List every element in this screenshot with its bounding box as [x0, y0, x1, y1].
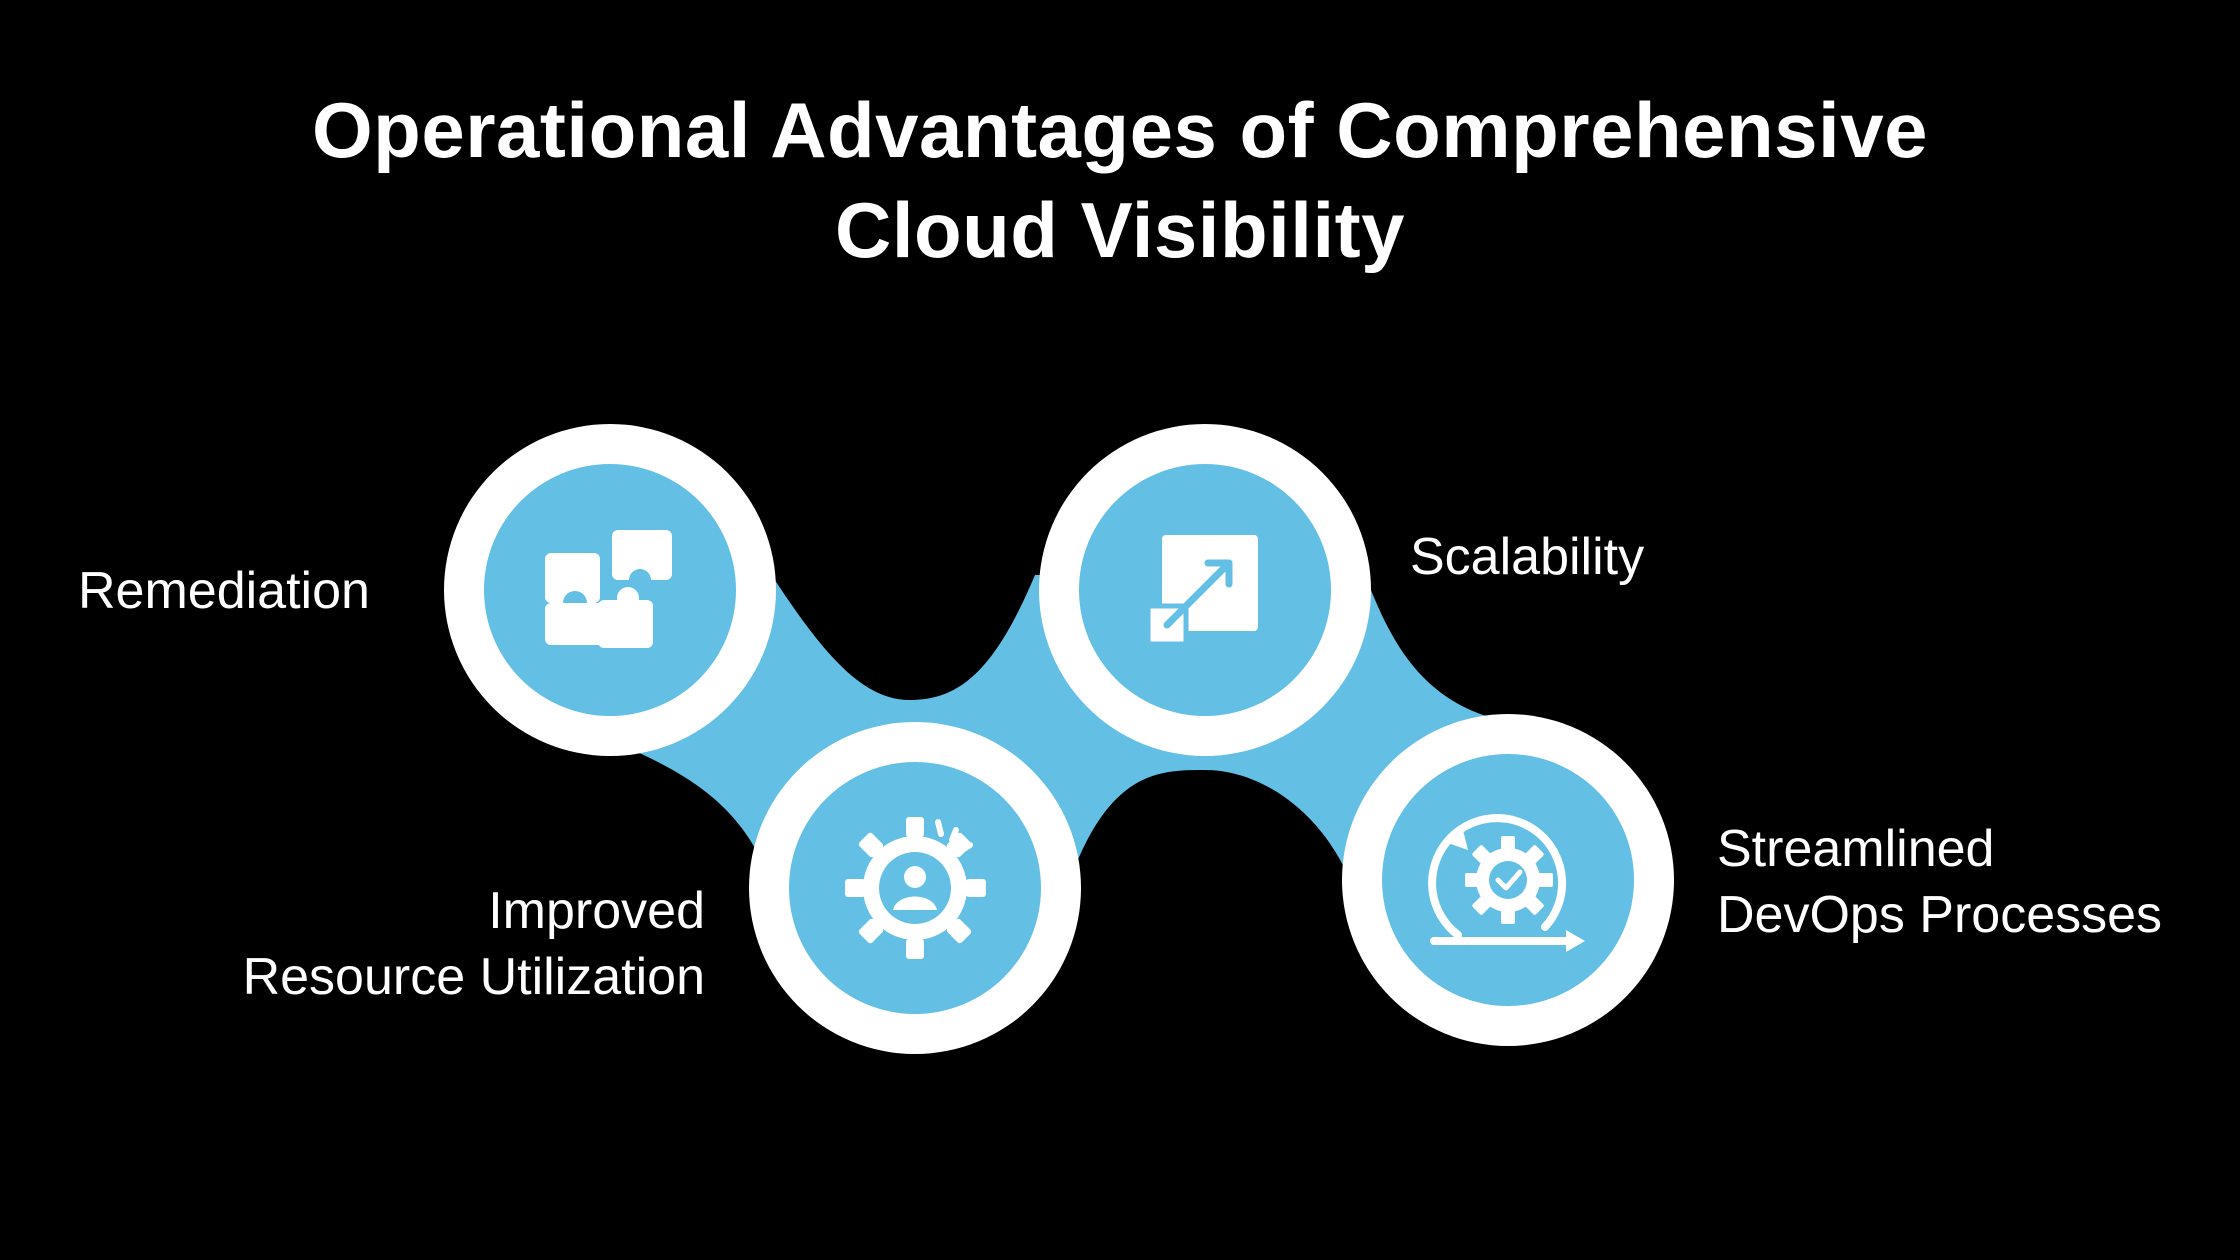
page-title-line-2: Cloud Visibility — [835, 186, 1405, 274]
gear-user-icon — [845, 817, 986, 959]
step-node-improved-resource-utilization — [749, 722, 1081, 1054]
step-label-improved-resource-utilization: Improved Resource Utilization — [243, 878, 705, 1010]
cycle-gear-check-icon — [1428, 814, 1585, 952]
step-node-streamlined-devops — [1342, 714, 1674, 1046]
page-title-line-1: Operational Advantages of Comprehensive — [312, 86, 1928, 174]
step-label-line: Scalability — [1410, 528, 1645, 586]
step-label-remediation: Remediation — [78, 558, 370, 624]
step-label-line: Streamlined — [1717, 820, 1995, 878]
step-label-streamlined-devops: Streamlined DevOps Processes — [1717, 816, 2162, 948]
expand-arrow-icon — [1145, 535, 1258, 647]
step-label-line: Improved — [488, 882, 705, 940]
puzzle-icon — [545, 530, 672, 648]
step-label-scalability: Scalability — [1410, 524, 1644, 590]
step-label-line: Remediation — [78, 562, 370, 620]
step-label-line: Resource Utilization — [242, 948, 705, 1006]
step-label-line: DevOps Processes — [1717, 886, 2163, 944]
step-node-remediation — [444, 424, 776, 756]
step-node-scalability — [1039, 424, 1371, 756]
